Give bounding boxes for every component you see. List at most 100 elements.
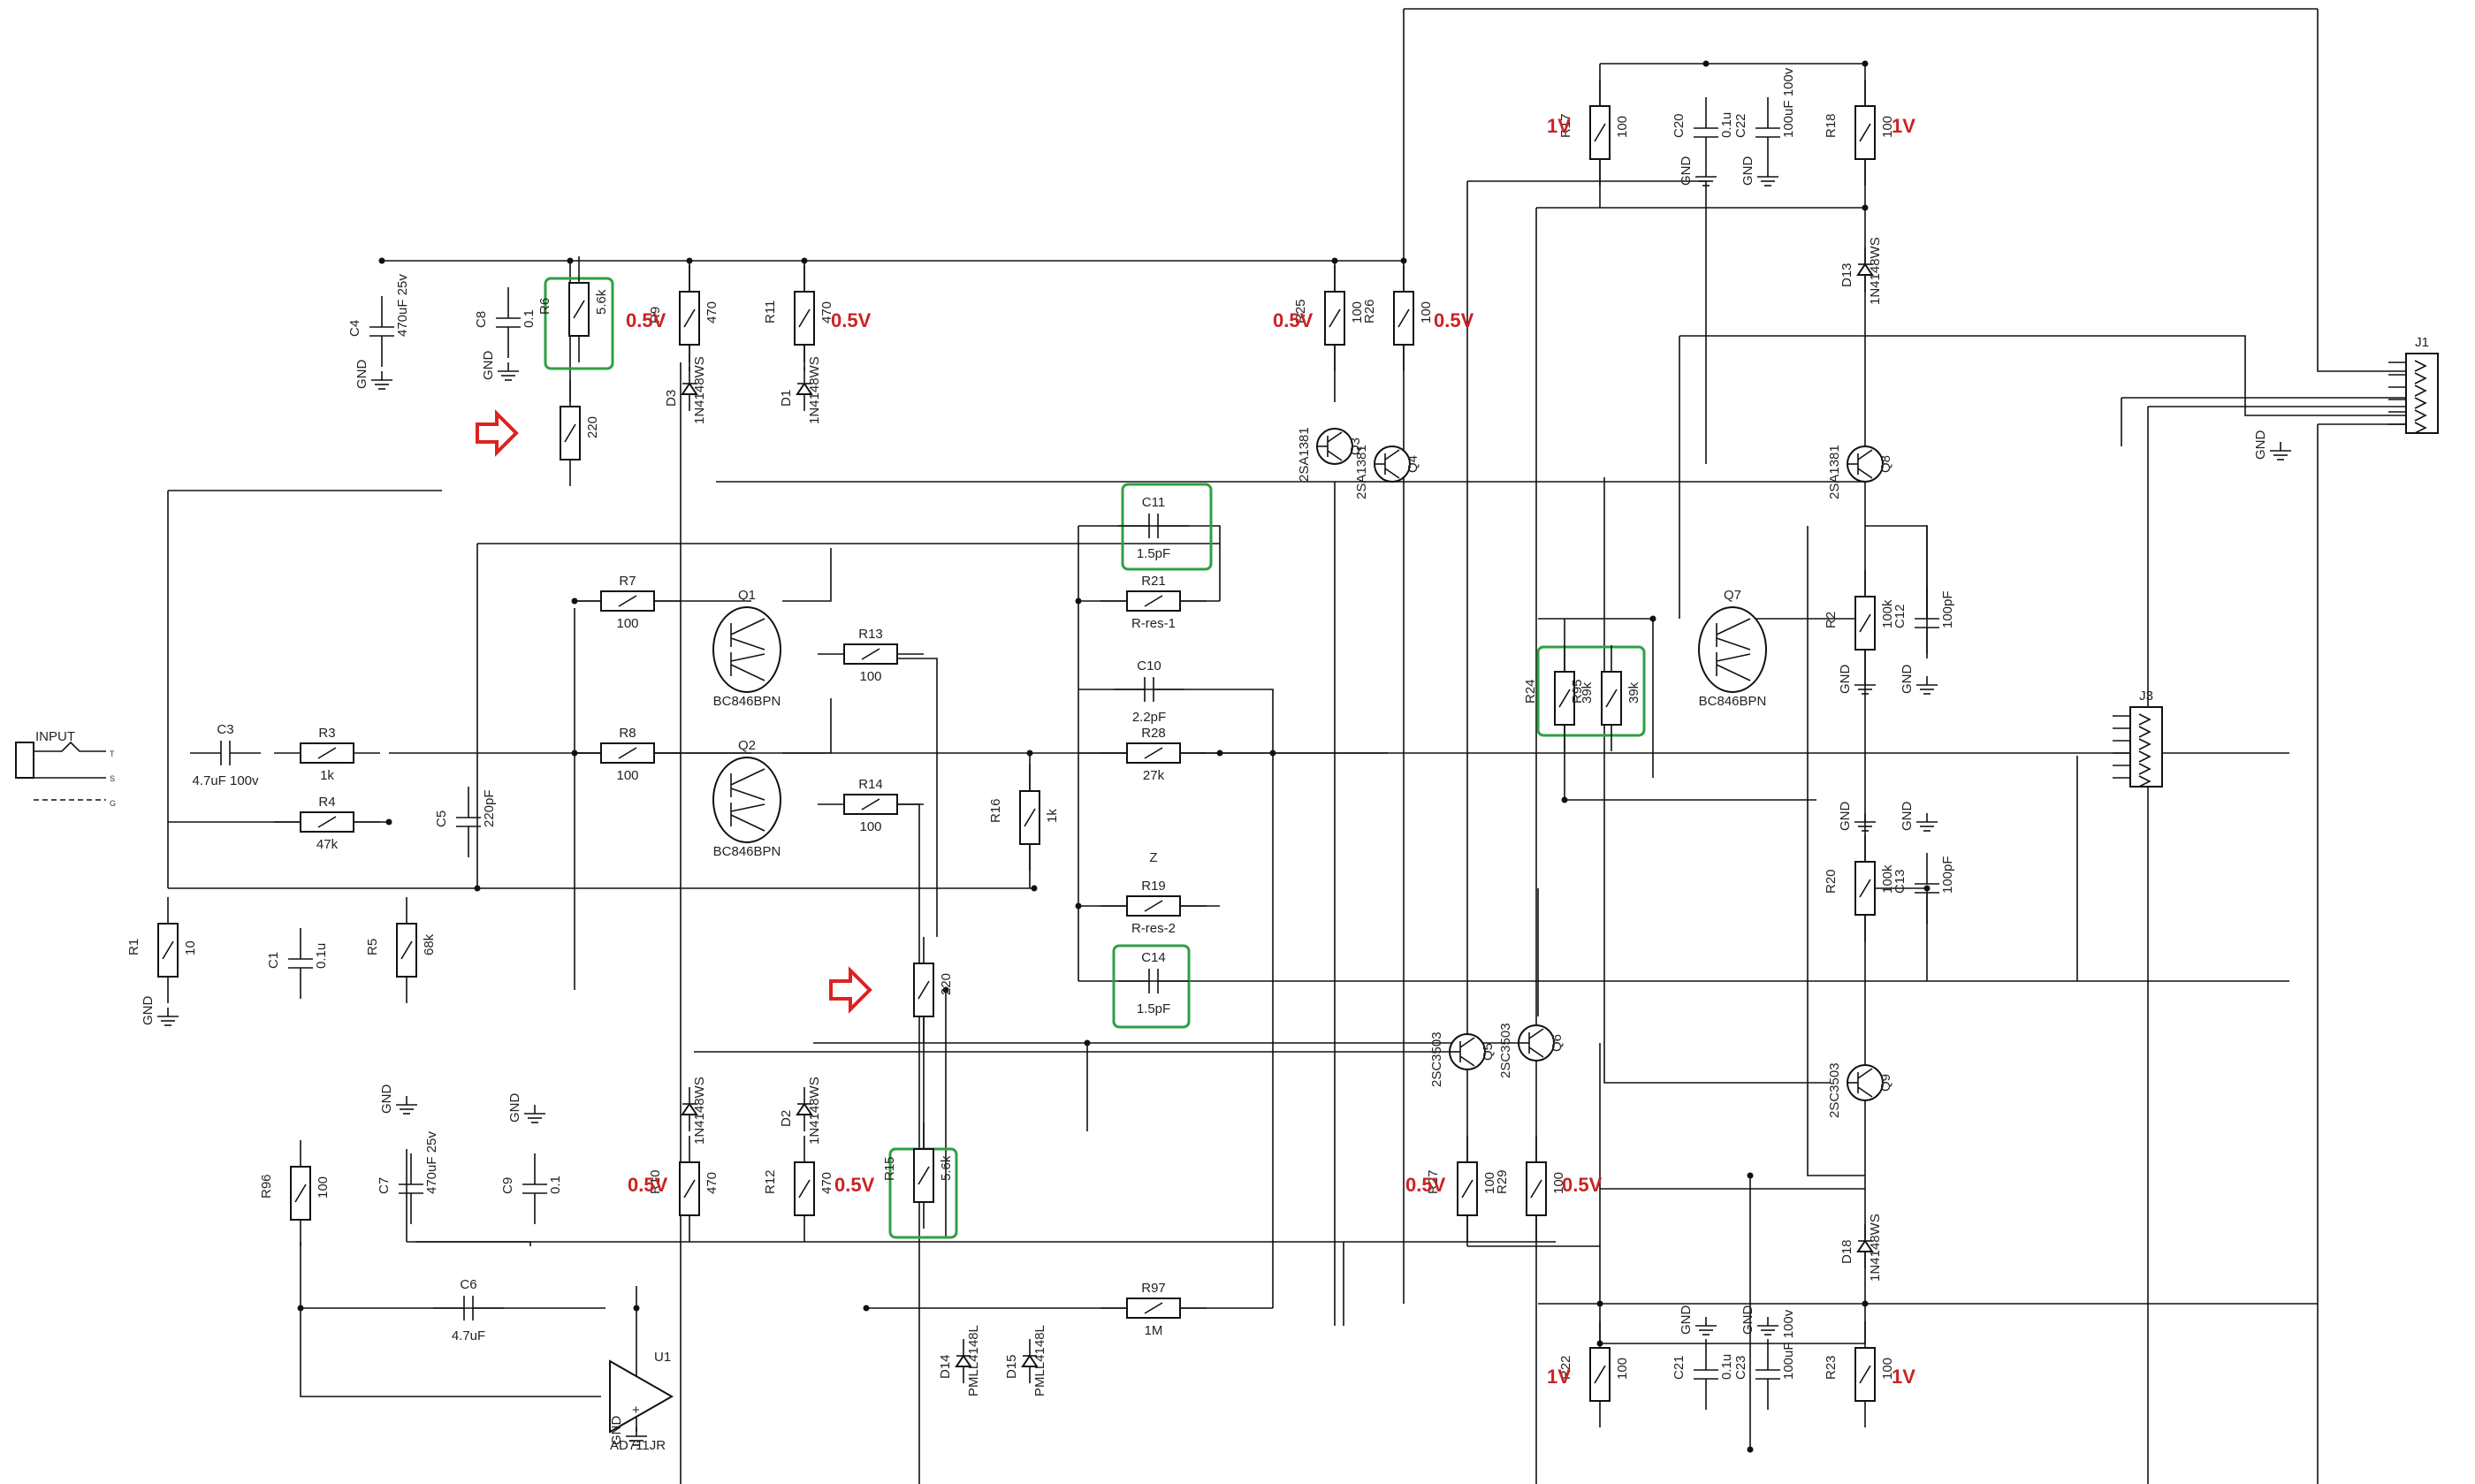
resistor-value: 100 <box>1350 301 1365 323</box>
resistor-value: 220 <box>585 416 600 438</box>
diode-ref: D3 <box>664 390 679 407</box>
capacitor-ref: C6 <box>460 1277 476 1292</box>
ground-symbol: GND <box>1900 802 1938 832</box>
capacitor-value: 470uF 25v <box>395 274 410 337</box>
diode-ref: D18 <box>1839 1239 1854 1264</box>
ground-label: GND <box>507 1093 522 1123</box>
resistor-ref: R3 <box>318 726 335 741</box>
transistor-value: 2SC3503 <box>1498 1023 1513 1078</box>
wires <box>167 8 2422 1484</box>
resistor-ref: R96 <box>259 1174 274 1199</box>
transistor-value: 2SA1381 <box>1354 445 1369 499</box>
resistor-value: 5.6k <box>594 289 609 315</box>
opamp-ref: U1 <box>654 1350 671 1365</box>
junction-dot <box>1216 750 1223 757</box>
ground-label: GND <box>481 351 496 381</box>
capacitor-ref: C20 <box>1672 113 1687 138</box>
connector-ref: J3 <box>2139 689 2153 704</box>
voltage-annotation: 0.5V <box>1405 1174 1446 1196</box>
resistor-value: 100 <box>1551 1172 1566 1194</box>
ground-symbol: GND <box>481 351 519 381</box>
capacitor-ref: C14 <box>1141 950 1166 965</box>
voltage-annotation: 1V <box>1547 1366 1571 1388</box>
voltage-annotation: 0.5V <box>1562 1174 1603 1196</box>
resistor-value: 1k <box>1045 809 1060 823</box>
capacitor-value: 100uF 100v <box>1781 67 1796 138</box>
resistor-ref: R2 <box>1824 612 1839 628</box>
transistor-ref: Q4 <box>1405 455 1420 473</box>
resistor-value: 100 <box>1419 301 1434 323</box>
capacitor-c3: C34.7uF 100v <box>190 722 261 788</box>
capacitor-ref: C22 <box>1733 113 1748 138</box>
resistor-ref: R21 <box>1141 574 1166 589</box>
ground-symbol: GND <box>609 1416 647 1446</box>
resistor-value: 100 <box>1615 1358 1630 1380</box>
capacitor-value: 0.1 <box>548 1176 563 1194</box>
junction-dot <box>942 986 949 993</box>
capacitor-value: 220pF <box>482 789 497 827</box>
resistor-ref: R95 <box>1570 679 1585 704</box>
junction-dot <box>378 257 385 264</box>
resistor-value: 27k <box>1143 768 1165 783</box>
junction-dot <box>1031 885 1038 892</box>
capacitor-ref: C11 <box>1142 495 1165 510</box>
highlight-boxes <box>544 277 1646 1239</box>
resistor-value: 39k <box>1626 681 1641 704</box>
voltage-annotation: 0.5V <box>1273 309 1314 331</box>
resistor-value: 100k <box>1880 864 1895 894</box>
junction-dot <box>1026 750 1033 757</box>
resistor-value: 470 <box>819 301 834 323</box>
ground-symbol: GND <box>1740 1305 1778 1336</box>
diode-unnamed: 1N4148WS <box>681 1077 707 1145</box>
junction-dot <box>297 1305 304 1312</box>
capacitor-c20: C20 0.1u <box>1672 97 1734 168</box>
junction-dot <box>1400 257 1407 264</box>
resistor-ref: R9 <box>648 307 663 323</box>
resistor-value: 39k <box>1580 681 1595 704</box>
junction-dot <box>1747 1172 1754 1179</box>
voltage-annotation: 0.5V <box>626 309 666 331</box>
resistor-ref: R16 <box>988 798 1003 823</box>
resistor-value: 100 <box>859 669 881 684</box>
capacitor-ref: C23 <box>1733 1355 1748 1380</box>
capacitor-value: 0.1u <box>1719 112 1734 138</box>
capacitor-value: 2.2pF <box>1132 710 1166 725</box>
junction-dot <box>1561 796 1568 803</box>
capacitor-value: 4.7uF 100v <box>192 773 259 788</box>
resistor-ref: R6 <box>537 298 552 315</box>
connector-j1: J1 <box>2388 335 2439 434</box>
transistor-ref: Q5 <box>1481 1043 1496 1061</box>
diode-value: 1N4148WS <box>807 1077 822 1145</box>
ground-label: GND <box>379 1084 394 1115</box>
transistor-ref: Q7 <box>1724 588 1741 603</box>
capacitor-ref: C12 <box>1892 604 1908 628</box>
resistor-value: 100 <box>1880 1358 1895 1380</box>
resistor-ref: R19 <box>1141 879 1166 894</box>
